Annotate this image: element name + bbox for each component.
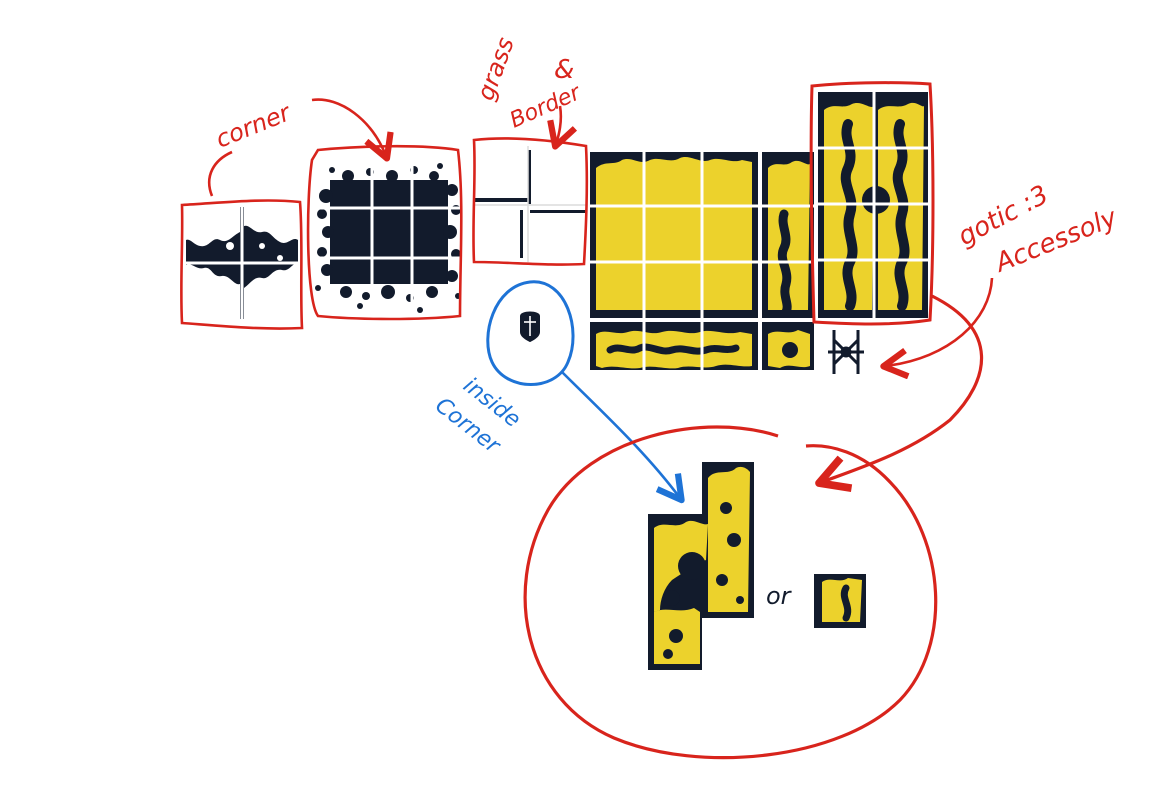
corner-group-outline bbox=[179, 199, 304, 330]
large-corner-group-outline bbox=[306, 144, 463, 321]
gothic-group-outline bbox=[809, 81, 935, 326]
single-tile-example bbox=[814, 574, 866, 628]
gothic-accessory-icon bbox=[828, 330, 864, 374]
example-circle bbox=[523, 425, 938, 760]
corner-arrow bbox=[207, 98, 386, 197]
grass-border-tiles bbox=[474, 146, 586, 262]
corner-tiles-small bbox=[186, 207, 298, 319]
inside-corner-example bbox=[648, 462, 754, 670]
gothic-tiles bbox=[818, 92, 928, 318]
corner-tiles-large bbox=[315, 163, 462, 313]
or-label: or bbox=[766, 582, 793, 610]
ampersand-label: & bbox=[554, 55, 574, 85]
accessory-arrow bbox=[886, 277, 994, 366]
inside-corner-circle bbox=[486, 280, 575, 386]
yellow-vertical-tiles bbox=[762, 152, 814, 370]
gothic-to-example-arrow bbox=[822, 294, 984, 482]
corner-label: corner bbox=[212, 98, 296, 154]
grass-label: grass bbox=[471, 34, 519, 104]
yellow-fill-tiles bbox=[590, 152, 758, 372]
grass-arrow bbox=[556, 105, 561, 144]
border-label: Border bbox=[506, 80, 586, 134]
inside-corner-arrow bbox=[561, 371, 680, 498]
shield-icon bbox=[520, 311, 540, 342]
